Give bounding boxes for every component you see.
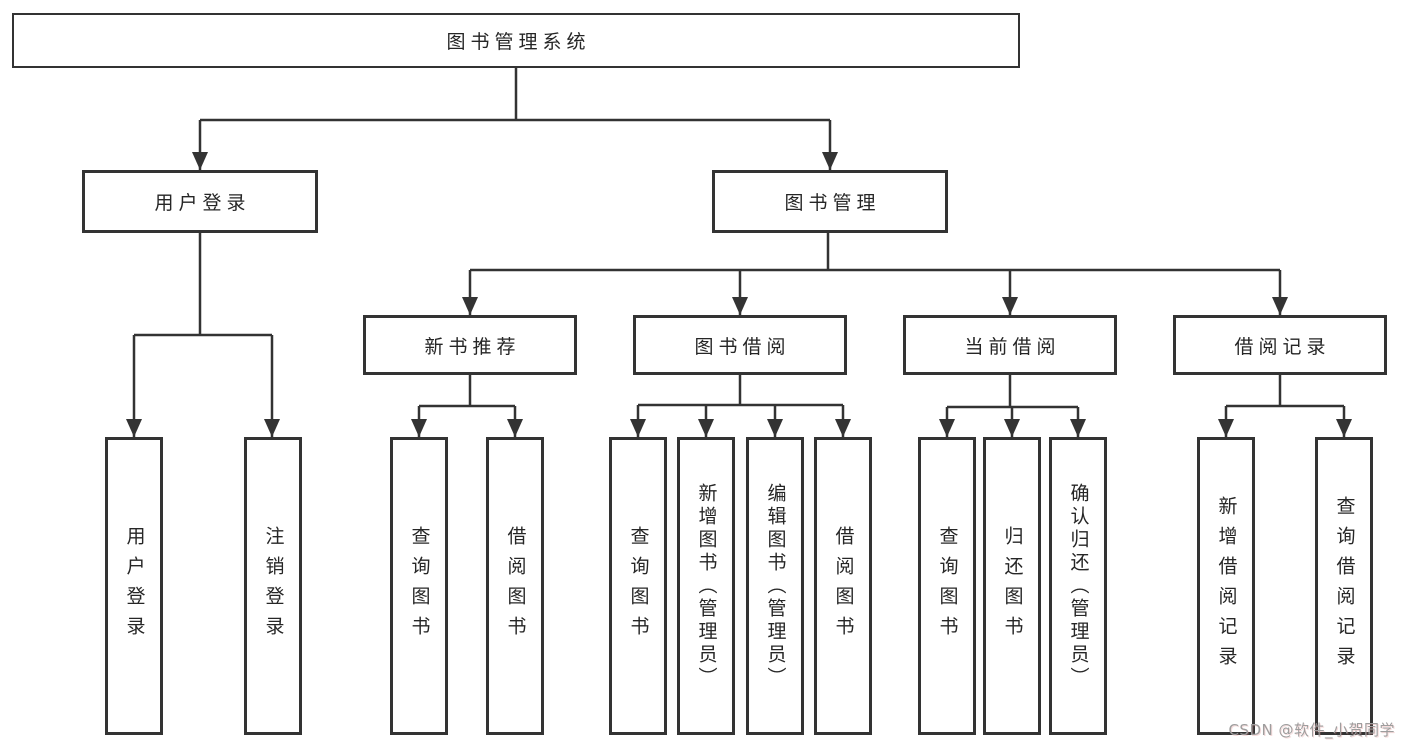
leaf-confirm-return-admin: 确认归还（管理员） bbox=[1049, 437, 1107, 735]
arrowhead bbox=[1070, 419, 1086, 437]
leaf-query-books-current-label: 查询图书 bbox=[936, 526, 959, 646]
edge-book-management-children bbox=[462, 233, 1288, 315]
leaf-add-book-admin-label: 新增图书（管理员） bbox=[695, 482, 718, 690]
arrowhead bbox=[767, 419, 783, 437]
node-new-book-recommend-label: 新书推荐 bbox=[424, 335, 521, 358]
arrowhead bbox=[411, 419, 427, 437]
node-new-book-recommend: 新书推荐 bbox=[363, 315, 577, 375]
edge-new-book-recommend-children bbox=[411, 375, 523, 437]
leaf-user-login: 用户登录 bbox=[105, 437, 163, 735]
leaf-query-books-borrow: 查询图书 bbox=[609, 437, 667, 735]
leaf-add-borrow-record-label: 新增借阅记录 bbox=[1215, 496, 1238, 676]
leaf-return-book: 归还图书 bbox=[983, 437, 1041, 735]
arrowhead bbox=[192, 152, 208, 170]
arrowhead bbox=[1004, 419, 1020, 437]
leaf-add-borrow-record: 新增借阅记录 bbox=[1197, 437, 1255, 735]
leaf-query-books-borrow-label: 查询图书 bbox=[627, 526, 650, 646]
arrowhead bbox=[822, 152, 838, 170]
leaf-query-borrow-record-label: 查询借阅记录 bbox=[1333, 496, 1356, 676]
arrowhead bbox=[462, 297, 478, 315]
arrowhead bbox=[835, 419, 851, 437]
arrowhead bbox=[630, 419, 646, 437]
node-borrow-records-label: 借阅记录 bbox=[1234, 335, 1331, 358]
node-user-login: 用户登录 bbox=[82, 170, 318, 233]
leaf-logout-label: 注销登录 bbox=[262, 526, 285, 646]
node-current-borrow: 当前借阅 bbox=[903, 315, 1117, 375]
edge-user-login-children bbox=[126, 233, 280, 437]
node-borrow-records: 借阅记录 bbox=[1173, 315, 1387, 375]
leaf-query-borrow-record: 查询借阅记录 bbox=[1315, 437, 1373, 735]
node-book-management: 图书管理 bbox=[712, 170, 948, 233]
arrowhead bbox=[732, 297, 748, 315]
edge-book-borrow-children bbox=[630, 375, 851, 437]
leaf-edit-book-admin-label: 编辑图书（管理员） bbox=[764, 482, 787, 690]
node-root-label: 图书管理系统 bbox=[446, 31, 591, 53]
leaf-confirm-return-admin-label: 确认归还（管理员） bbox=[1067, 482, 1090, 690]
arrowhead bbox=[698, 419, 714, 437]
arrowhead bbox=[1272, 297, 1288, 315]
arrowhead bbox=[1218, 419, 1234, 437]
node-root: 图书管理系统 bbox=[12, 13, 1020, 68]
node-current-borrow-label: 当前借阅 bbox=[964, 335, 1061, 358]
leaf-query-books-recommend-label: 查询图书 bbox=[408, 526, 431, 646]
csdn-watermark: CSDN @软件_小贺同学 bbox=[1228, 721, 1395, 739]
leaf-borrow-books-label: 借阅图书 bbox=[832, 526, 855, 646]
arrowhead bbox=[939, 419, 955, 437]
leaf-borrow-books-recommend: 借阅图书 bbox=[486, 437, 544, 735]
leaf-edit-book-admin: 编辑图书（管理员） bbox=[746, 437, 804, 735]
arrowhead bbox=[1002, 297, 1018, 315]
arrowhead bbox=[507, 419, 523, 437]
leaf-user-login-label: 用户登录 bbox=[123, 526, 146, 646]
leaf-logout: 注销登录 bbox=[244, 437, 302, 735]
leaf-borrow-books: 借阅图书 bbox=[814, 437, 872, 735]
node-book-borrow-label: 图书借阅 bbox=[694, 335, 791, 358]
node-book-borrow: 图书借阅 bbox=[633, 315, 847, 375]
leaf-borrow-books-recommend-label: 借阅图书 bbox=[504, 526, 527, 646]
edge-borrow-records-children bbox=[1218, 375, 1352, 437]
leaf-add-book-admin: 新增图书（管理员） bbox=[677, 437, 735, 735]
arrowhead bbox=[1336, 419, 1352, 437]
leaf-query-books-current: 查询图书 bbox=[918, 437, 976, 735]
edge-current-borrow-children bbox=[939, 375, 1086, 437]
leaf-query-books-recommend: 查询图书 bbox=[390, 437, 448, 735]
arrowhead bbox=[264, 419, 280, 437]
node-user-login-label: 用户登录 bbox=[154, 192, 251, 214]
leaf-return-book-label: 归还图书 bbox=[1001, 526, 1024, 646]
edge-root-to-level2 bbox=[192, 68, 838, 170]
arrowhead bbox=[126, 419, 142, 437]
node-book-management-label: 图书管理 bbox=[784, 192, 881, 214]
